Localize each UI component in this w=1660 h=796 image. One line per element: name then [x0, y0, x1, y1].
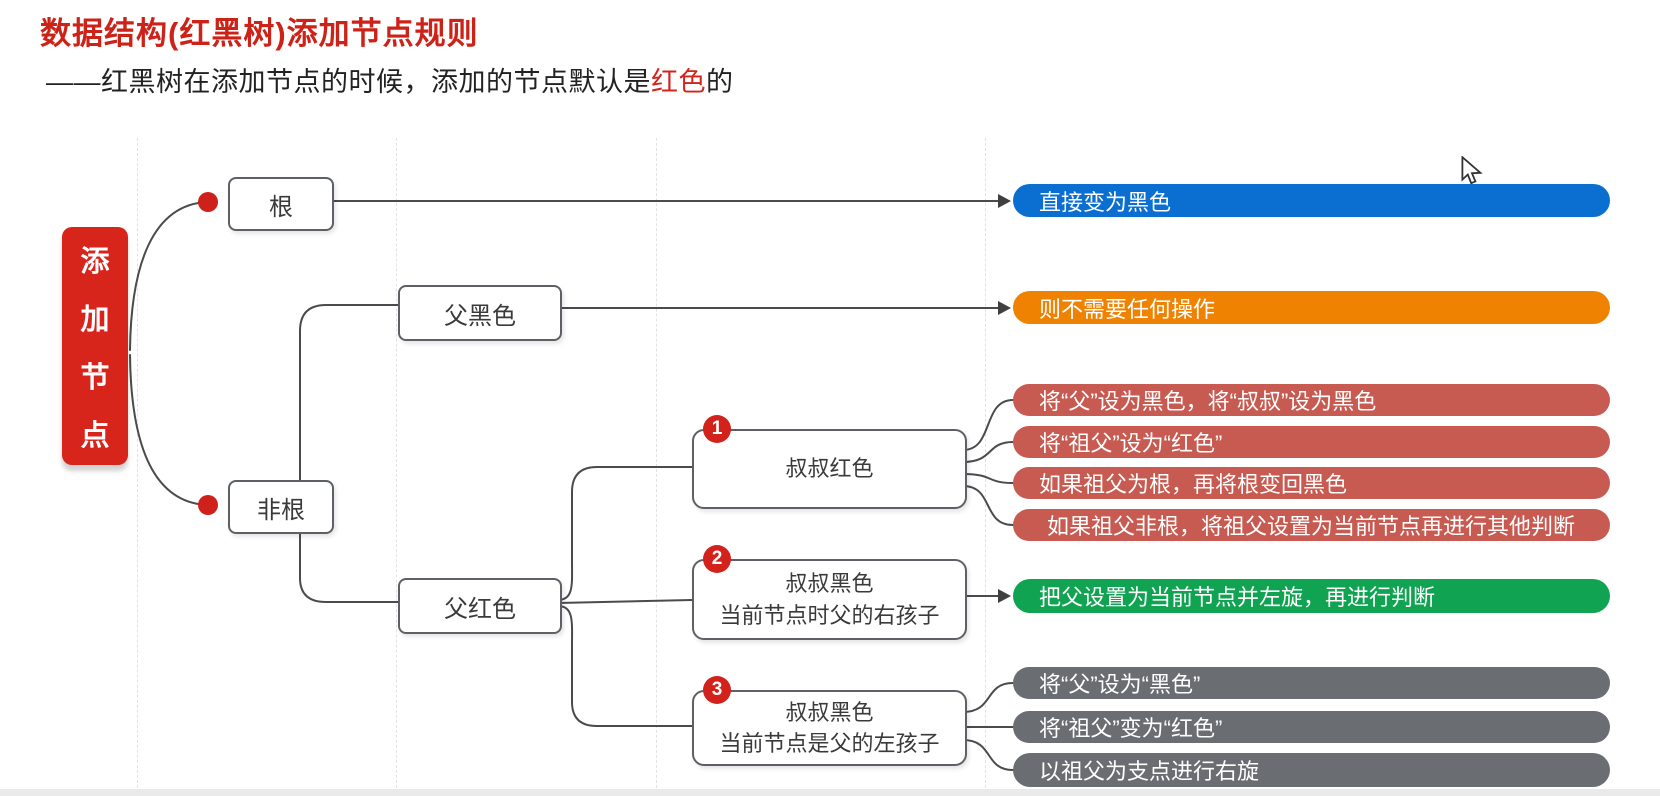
result-bar-case3-step3[interactable]: 以祖父为支点进行右旋: [1013, 753, 1610, 787]
subtitle-highlight: 红色: [651, 67, 706, 97]
mouse-cursor: [1461, 156, 1483, 185]
node-label: 叔叔黑色: [785, 699, 874, 725]
node-label: 根: [269, 193, 293, 221]
node-label: 父黑色: [444, 302, 516, 330]
node-label: 叔叔黑色: [785, 571, 874, 597]
result-bar-case1-step2[interactable]: 将“祖父”设为“红色”: [1013, 426, 1610, 458]
case-2-badge: 2: [703, 545, 731, 573]
root-char: 添: [80, 246, 110, 278]
bar-label: 直接变为黑色: [1039, 189, 1172, 215]
badge-number: 2: [711, 548, 723, 569]
page-title: 数据结构(红黑树)添加节点规则: [40, 16, 479, 51]
result-bar-case3-step1[interactable]: 将“父”设为“黑色”: [1013, 667, 1610, 699]
root-char: 加: [80, 304, 110, 336]
branch-dot: [198, 495, 218, 515]
arrowhead: [998, 589, 1011, 603]
bar-label: 把父设置为当前节点并左旋，再进行判断: [1039, 585, 1436, 610]
node-case-3-uncle-black-left[interactable]: 叔叔黑色 当前节点是父的左孩子: [692, 690, 967, 766]
result-bar-root-action[interactable]: 直接变为黑色: [1013, 184, 1610, 217]
bar-label: 如果祖父非根，将祖父设置为当前节点再进行其他判断: [1047, 514, 1576, 539]
column-guide: [396, 138, 397, 788]
page-subtitle: ——红黑树在添加节点的时候，添加的节点默认是红色的: [46, 60, 734, 99]
node-label: 当前节点是父的左孩子: [719, 731, 940, 756]
node-add-node-root[interactable]: 添 加 节 点: [62, 227, 128, 465]
badge-number: 1: [711, 418, 723, 439]
bar-label: 则不需要任何操作: [1039, 296, 1216, 322]
node-parent-black[interactable]: 父黑色: [398, 285, 562, 341]
node-label: 父红色: [444, 595, 516, 623]
column-guide: [137, 138, 138, 788]
node-label: 非根: [257, 496, 305, 524]
screen-bottom-strip: [0, 789, 1660, 796]
badge-number: 3: [711, 679, 723, 700]
case-3-badge: 3: [703, 676, 731, 704]
node-case-1-uncle-red[interactable]: 叔叔红色: [692, 429, 967, 509]
node-label: 叔叔红色: [785, 456, 874, 482]
bar-label: 如果祖父为根，再将根变回黑色: [1039, 472, 1348, 497]
node-parent-red[interactable]: 父红色: [398, 578, 562, 634]
subtitle-prefix: ——红黑树在添加节点的时候，添加的节点默认是: [46, 67, 651, 97]
bar-label: 以祖父为支点进行右旋: [1039, 759, 1260, 784]
result-bar-case3-step2[interactable]: 将“祖父”变为“红色”: [1013, 711, 1610, 743]
bar-label: 将“父”设为黑色，将“叔叔”设为黑色: [1039, 389, 1377, 414]
bar-label: 将“父”设为“黑色”: [1039, 672, 1201, 697]
result-bar-case1-step3[interactable]: 如果祖父为根，再将根变回黑色: [1013, 467, 1610, 499]
column-guide: [985, 138, 986, 788]
subtitle-suffix: 的: [706, 67, 734, 97]
root-char: 节: [80, 362, 110, 394]
root-char: 点: [80, 420, 110, 452]
case-1-badge: 1: [703, 415, 731, 443]
result-bar-case2-action[interactable]: 把父设置为当前节点并左旋，再进行判断: [1013, 579, 1610, 613]
result-bar-case1-step4[interactable]: 如果祖父非根，将祖父设置为当前节点再进行其他判断: [1013, 509, 1610, 541]
arrowhead: [998, 301, 1011, 315]
node-case-2-uncle-black-right[interactable]: 叔叔黑色 当前节点时父的右孩子: [692, 559, 967, 640]
result-bar-case1-step1[interactable]: 将“父”设为黑色，将“叔叔”设为黑色: [1013, 384, 1610, 416]
node-root-case[interactable]: 根: [228, 177, 334, 231]
bar-label: 将“祖父”变为“红色”: [1039, 716, 1223, 741]
node-label: 当前节点时父的右孩子: [719, 602, 940, 628]
bar-label: 将“祖父”设为“红色”: [1039, 431, 1223, 456]
branch-dot: [198, 192, 218, 212]
column-guide: [656, 138, 657, 788]
arrowhead: [998, 194, 1011, 208]
result-bar-parent-black-action[interactable]: 则不需要任何操作: [1013, 291, 1610, 324]
node-nonroot-case[interactable]: 非根: [228, 480, 334, 534]
